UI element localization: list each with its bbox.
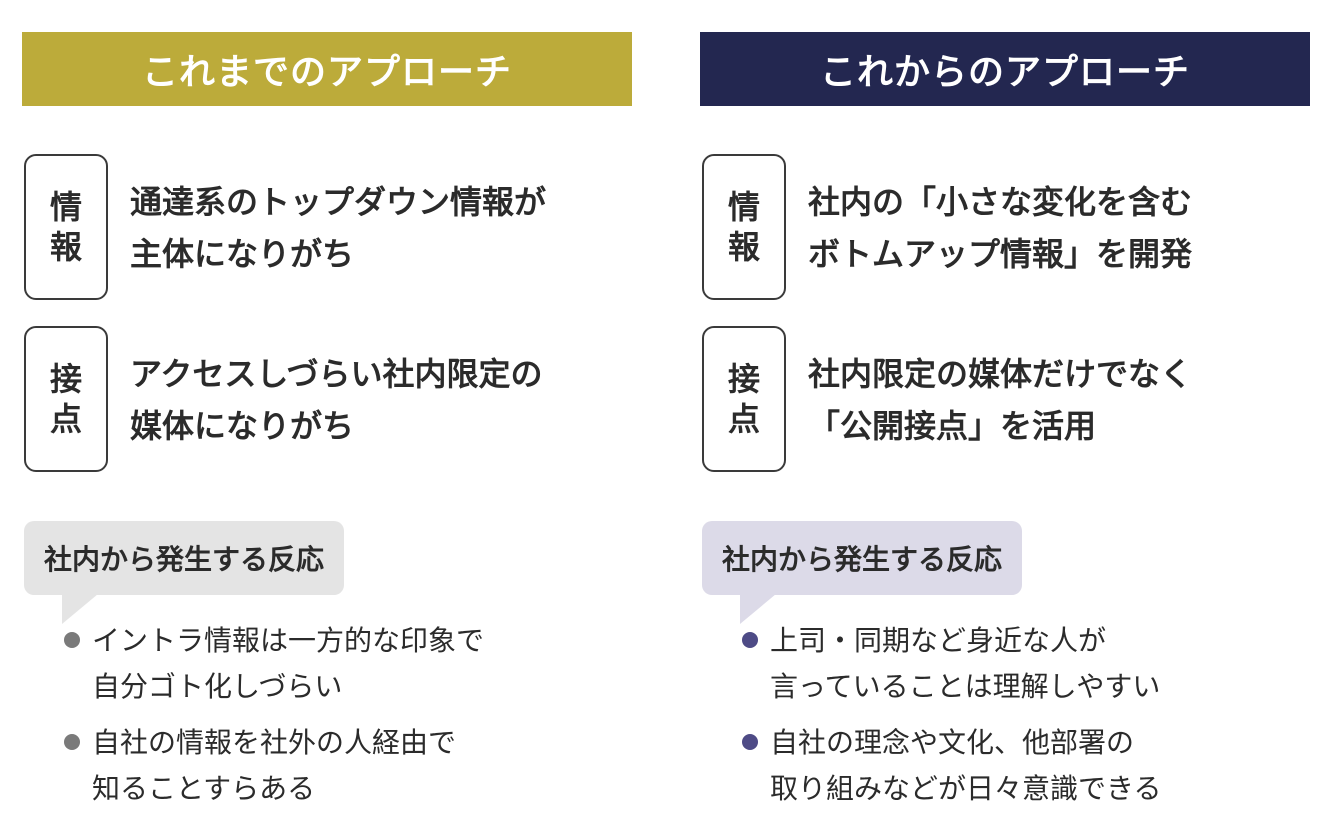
tag-char: 接 [727,360,760,398]
tag-char: 情 [727,188,760,226]
row-description: アクセスしづらい社内限定の 媒体になりがち [130,348,630,452]
reaction-item: イントラ情報は一方的な印象で 自分ゴト化しづらい [64,618,624,710]
bullet-dot-icon [64,632,80,648]
row-touchpoint: 接 点 社内限定の媒体だけでなく 「公開接点」を活用 [700,326,1310,474]
reaction-line: 自社の情報を社外の人経由で [92,726,457,759]
description-line: ボトムアップ情報」を開発 [808,235,1193,273]
row-touchpoint: 接 点 アクセスしづらい社内限定の 媒体になりがち [22,326,632,474]
bubble-tail [62,594,98,624]
tag-touchpoint: 接 点 [702,326,786,472]
tag-char: 点 [49,400,82,438]
reaction-item: 上司・同期など身近な人が 言っていることは理解しやすい [742,618,1302,710]
description-line: アクセスしづらい社内限定の [130,355,543,393]
description-line: 「公開接点」を活用 [808,407,1097,445]
bullet-dot-icon [742,734,758,750]
header-current-approach: これまでのアプローチ [22,32,632,106]
description-line: 社内の「小さな変化を含む [808,183,1193,221]
reaction-title: 社内から発生する反応 [722,543,1003,576]
reaction-line: 自分ゴト化しづらい [92,670,343,703]
description-line: 媒体になりがち [130,407,355,445]
description-line: 社内限定の媒体だけでなく [808,355,1193,393]
reaction-line: 上司・同期など身近な人が [770,624,1107,657]
tag-touchpoint: 接 点 [24,326,108,472]
reaction-item: 自社の理念や文化、他部署の 取り組みなどが日々意識できる [742,720,1302,812]
reaction-list: 上司・同期など身近な人が 言っていることは理解しやすい 自社の理念や文化、他部署… [742,618,1302,822]
tag-char: 報 [727,228,760,266]
header-future-approach: これからのアプローチ [700,32,1310,106]
row-description: 通達系のトップダウン情報が 主体になりがち [130,176,630,280]
description-line: 通達系のトップダウン情報が [130,183,547,221]
tag-char: 接 [49,360,82,398]
tag-char: 点 [727,400,760,438]
reaction-list: イントラ情報は一方的な印象で 自分ゴト化しづらい 自社の情報を社外の人経由で 知… [64,618,624,822]
bullet-dot-icon [742,632,758,648]
description-line: 主体になりがち [130,235,355,273]
header-title: これまでのアプローチ [141,52,512,93]
column-current-approach: これまでのアプローチ 情 報 通達系のトップダウン情報が 主体になりがち 接 点… [22,0,632,831]
reaction-item: 自社の情報を社外の人経由で 知ることすらある [64,720,624,812]
column-future-approach: これからのアプローチ 情 報 社内の「小さな変化を含む ボトムアップ情報」を開発… [700,0,1310,831]
row-information: 情 報 通達系のトップダウン情報が 主体になりがち [22,154,632,302]
reaction-line: 知ることすらある [92,772,316,805]
row-description: 社内限定の媒体だけでなく 「公開接点」を活用 [808,348,1308,452]
reaction-bubble: 社内から発生する反応 [24,521,345,595]
reaction-line: 言っていることは理解しやすい [770,670,1161,703]
tag-char: 報 [49,228,82,266]
tag-information: 情 報 [24,154,108,300]
tag-information: 情 報 [702,154,786,300]
reaction-line: 自社の理念や文化、他部署の [770,726,1135,759]
reaction-line: イントラ情報は一方的な印象で [92,624,485,657]
reaction-bubble: 社内から発生する反応 [702,521,1023,595]
tag-char: 情 [49,188,82,226]
reaction-title: 社内から発生する反応 [44,543,325,576]
bubble-tail [740,594,776,624]
bullet-dot-icon [64,734,80,750]
reaction-line: 取り組みなどが日々意識できる [770,772,1162,805]
row-description: 社内の「小さな変化を含む ボトムアップ情報」を開発 [808,176,1308,280]
row-information: 情 報 社内の「小さな変化を含む ボトムアップ情報」を開発 [700,154,1310,302]
header-title: これからのアプローチ [819,52,1190,93]
